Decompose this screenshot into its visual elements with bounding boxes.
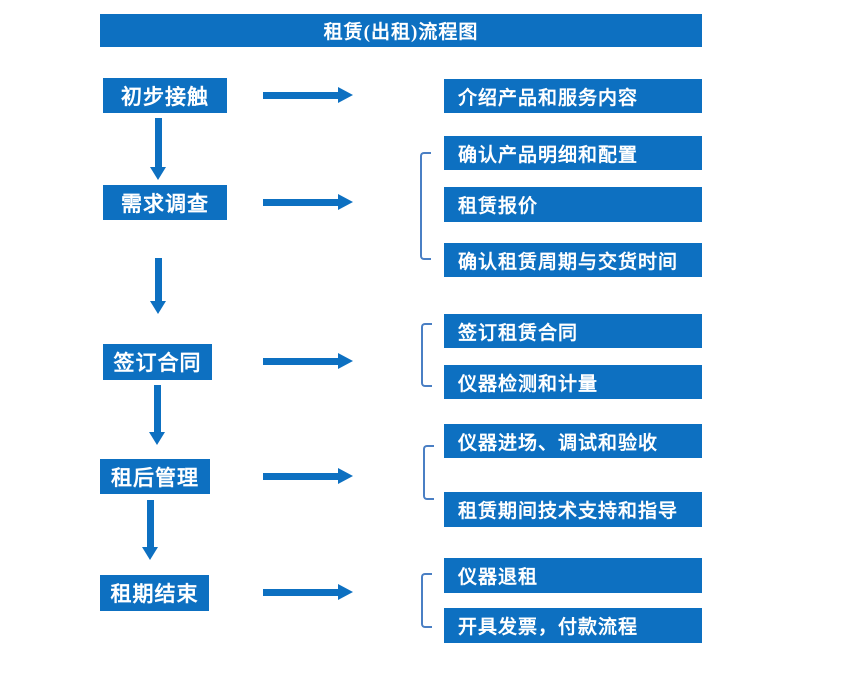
output-label-2-3: 确认租赁周期与交货时间 — [458, 251, 679, 273]
output-label-3-2: 仪器检测和计量 — [458, 373, 599, 395]
step-box-2: 需求调查 — [103, 185, 227, 220]
step-label-1: 初步接触 — [121, 84, 209, 109]
bracket-group-5 — [421, 573, 432, 628]
output-box-3-2: 仪器检测和计量 — [444, 365, 702, 399]
right-arrow-2 — [263, 194, 353, 211]
step-label-2: 需求调查 — [121, 191, 209, 216]
output-box-1-1: 介绍产品和服务内容 — [444, 79, 702, 113]
step-box-1: 初步接触 — [103, 78, 227, 113]
output-box-4-2: 租赁期间技术支持和指导 — [444, 492, 702, 527]
output-box-2-3: 确认租赁周期与交货时间 — [444, 243, 702, 277]
output-box-2-1: 确认产品明细和配置 — [444, 136, 702, 170]
output-box-5-2: 开具发票，付款流程 — [444, 608, 702, 643]
output-box-4-1: 仪器进场、调试和验收 — [444, 424, 702, 458]
step-label-5: 租期结束 — [110, 582, 199, 606]
output-label-4-2: 租赁期间技术支持和指导 — [458, 501, 679, 522]
down-arrow-4 — [142, 500, 159, 560]
right-arrow-4 — [263, 468, 353, 485]
output-label-1-1: 介绍产品和服务内容 — [458, 87, 639, 109]
step-label-4: 租后管理 — [111, 465, 199, 490]
bracket-group-3 — [421, 323, 432, 387]
down-arrow-2 — [150, 258, 167, 314]
step-label-3: 签订合同 — [113, 351, 202, 375]
bracket-group-4 — [423, 445, 434, 500]
output-box-2-2: 租赁报价 — [444, 187, 702, 222]
bracket-group-2 — [420, 152, 431, 260]
output-box-5-1: 仪器退租 — [444, 558, 702, 593]
down-arrow-1 — [150, 118, 167, 180]
output-label-2-2: 租赁报价 — [458, 196, 539, 217]
right-arrow-1 — [263, 87, 353, 104]
output-label-4-1: 仪器进场、调试和验收 — [458, 432, 659, 454]
down-arrow-3 — [149, 385, 166, 445]
title-bar: 租赁(出租)流程图 — [100, 14, 702, 47]
step-box-5: 租期结束 — [100, 575, 209, 611]
page-title: 租赁(出租)流程图 — [323, 22, 479, 43]
output-box-3-1: 签订租赁合同 — [444, 314, 702, 348]
output-label-3-1: 签订租赁合同 — [458, 322, 579, 344]
right-arrow-3 — [263, 353, 353, 370]
output-label-5-1: 仪器退租 — [458, 567, 539, 588]
output-label-2-1: 确认产品明细和配置 — [458, 144, 639, 166]
step-box-3: 签订合同 — [103, 344, 212, 380]
step-box-4: 租后管理 — [100, 459, 210, 494]
right-arrow-5 — [263, 584, 353, 601]
output-label-5-2: 开具发票，付款流程 — [458, 617, 639, 638]
